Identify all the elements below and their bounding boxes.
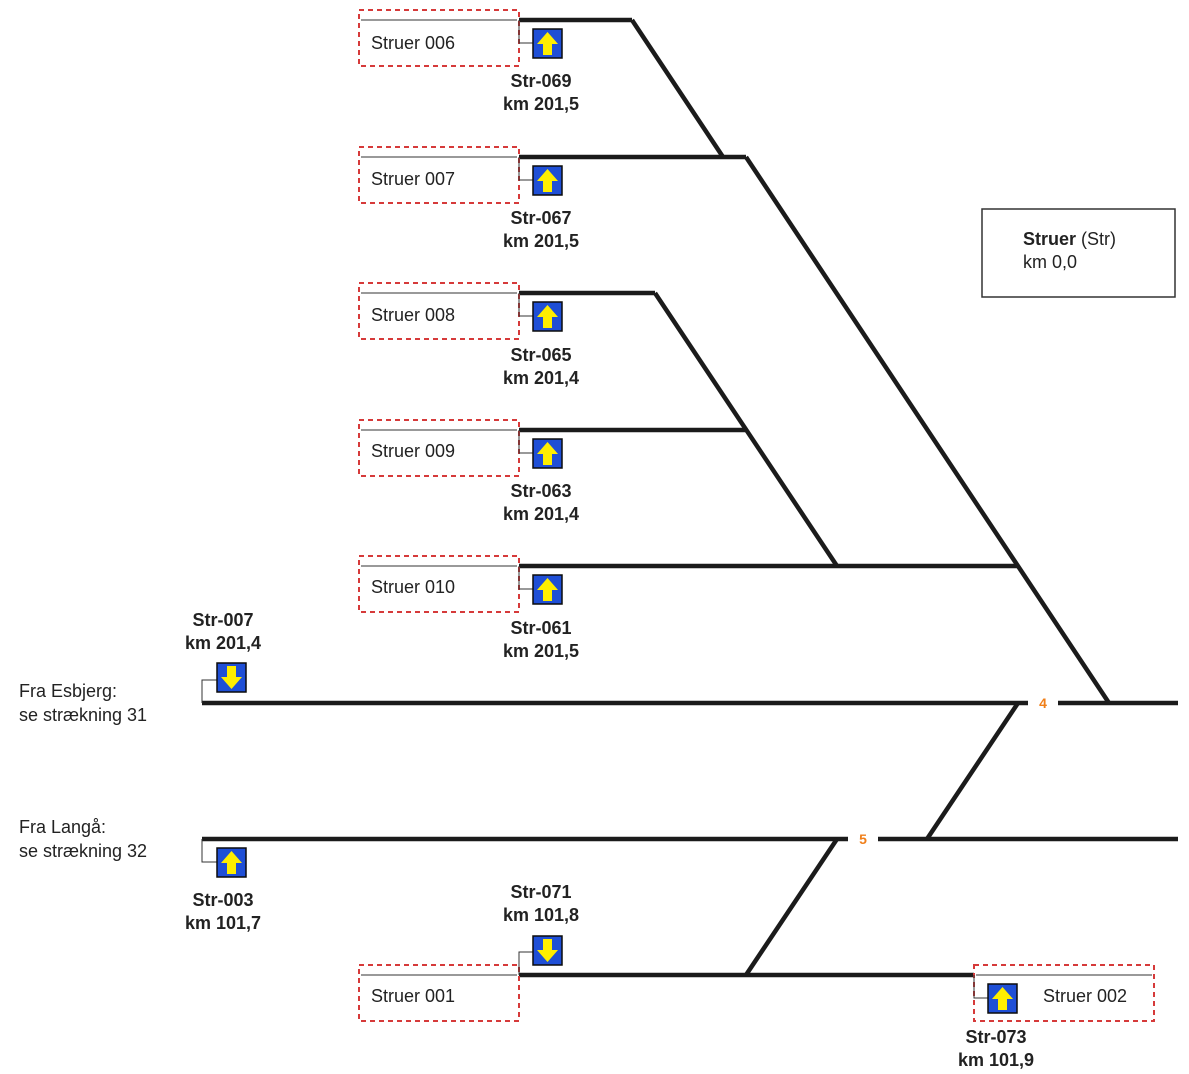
station-km: km 0,0 (1023, 252, 1077, 272)
platform-struer-009[interactable]: Struer 009 (358, 419, 520, 477)
signal-id: Str-069 (510, 71, 571, 91)
signal-id: Str-061 (510, 618, 571, 638)
signal-str-003[interactable]: Str-003 km 101,7 (185, 839, 261, 933)
arrow-up-icon (532, 165, 563, 196)
platforms: Struer 006 Struer 007 Struer 008 Struer … (358, 9, 1155, 1022)
arrow-up-icon (532, 438, 563, 469)
route-esbjerg-line1: Fra Esbjerg: (19, 681, 117, 701)
signals: Str-069 km 201,5 Str-067 km 201,5 Str-06… (185, 20, 1034, 1070)
route-esbjerg-line2: se strækning 31 (19, 705, 147, 725)
arrow-up-icon (987, 983, 1018, 1014)
arrow-up-icon (532, 574, 563, 605)
track-crossover-4 (925, 701, 1020, 841)
tracks (202, 17, 1178, 978)
switches: 4 5 (859, 695, 1047, 847)
platform-label: Struer 008 (371, 305, 455, 325)
route-labels: Fra Esbjerg: se strækning 31 Fra Langå: … (19, 681, 147, 861)
station-box: Struer (Str) km 0,0 (981, 208, 1176, 298)
platform-label: Struer 006 (371, 33, 455, 53)
signal-km: km 201,4 (503, 368, 579, 388)
signal-id: Str-003 (192, 890, 253, 910)
signal-str-007[interactable]: Str-007 km 201,4 (185, 610, 261, 703)
platform-label: Struer 009 (371, 441, 455, 461)
route-langaa-line1: Fra Langå: (19, 817, 106, 837)
switch-number-5: 5 (859, 831, 867, 847)
arrow-up-icon (532, 301, 563, 332)
track-006-diagonal (630, 18, 725, 159)
track-007-diagonal (744, 155, 1111, 705)
signal-str-063[interactable]: Str-063 km 201,4 (503, 430, 579, 524)
signal-id: Str-071 (510, 882, 571, 902)
platform-struer-006[interactable]: Struer 006 (358, 9, 520, 67)
signal-str-071[interactable]: Str-071 km 101,8 (503, 882, 579, 975)
signal-str-073[interactable]: Str-073 km 101,9 (958, 975, 1034, 1070)
signal-km: km 201,5 (503, 94, 579, 114)
signal-str-061[interactable]: Str-061 km 201,5 (503, 566, 579, 661)
signal-id: Str-065 (510, 345, 571, 365)
track-crossover-5 (744, 837, 839, 977)
platform-struer-007[interactable]: Struer 007 (358, 146, 520, 204)
signal-id: Str-007 (192, 610, 253, 630)
platform-label: Struer 007 (371, 169, 455, 189)
signal-km: km 101,8 (503, 905, 579, 925)
platform-struer-010[interactable]: Struer 010 (358, 555, 520, 613)
signal-str-065[interactable]: Str-065 km 201,4 (503, 293, 579, 388)
signal-km: km 201,4 (503, 504, 579, 524)
signal-id: Str-063 (510, 481, 571, 501)
arrow-down-icon (532, 935, 563, 966)
platform-label: Struer 010 (371, 577, 455, 597)
arrow-down-icon (216, 662, 247, 693)
signal-km: km 201,5 (503, 641, 579, 661)
platform-label: Struer 002 (1043, 986, 1127, 1006)
platform-struer-001[interactable]: Struer 001 (358, 964, 520, 1022)
station-title: Struer (Str) (1023, 229, 1116, 249)
switch-number-4: 4 (1039, 695, 1047, 711)
signal-km: km 201,4 (185, 633, 261, 653)
platform-struer-008[interactable]: Struer 008 (358, 282, 520, 340)
route-langaa-line2: se strækning 32 (19, 841, 147, 861)
signal-str-069[interactable]: Str-069 km 201,5 (503, 20, 579, 114)
signal-km: km 201,5 (503, 231, 579, 251)
signal-str-067[interactable]: Str-067 km 201,5 (503, 157, 579, 251)
arrow-up-icon (532, 28, 563, 59)
signal-km: km 101,7 (185, 913, 261, 933)
signal-km: km 101,9 (958, 1050, 1034, 1070)
platform-label: Struer 001 (371, 986, 455, 1006)
arrow-up-icon (216, 847, 247, 878)
signal-id: Str-073 (965, 1027, 1026, 1047)
signal-id: Str-067 (510, 208, 571, 228)
